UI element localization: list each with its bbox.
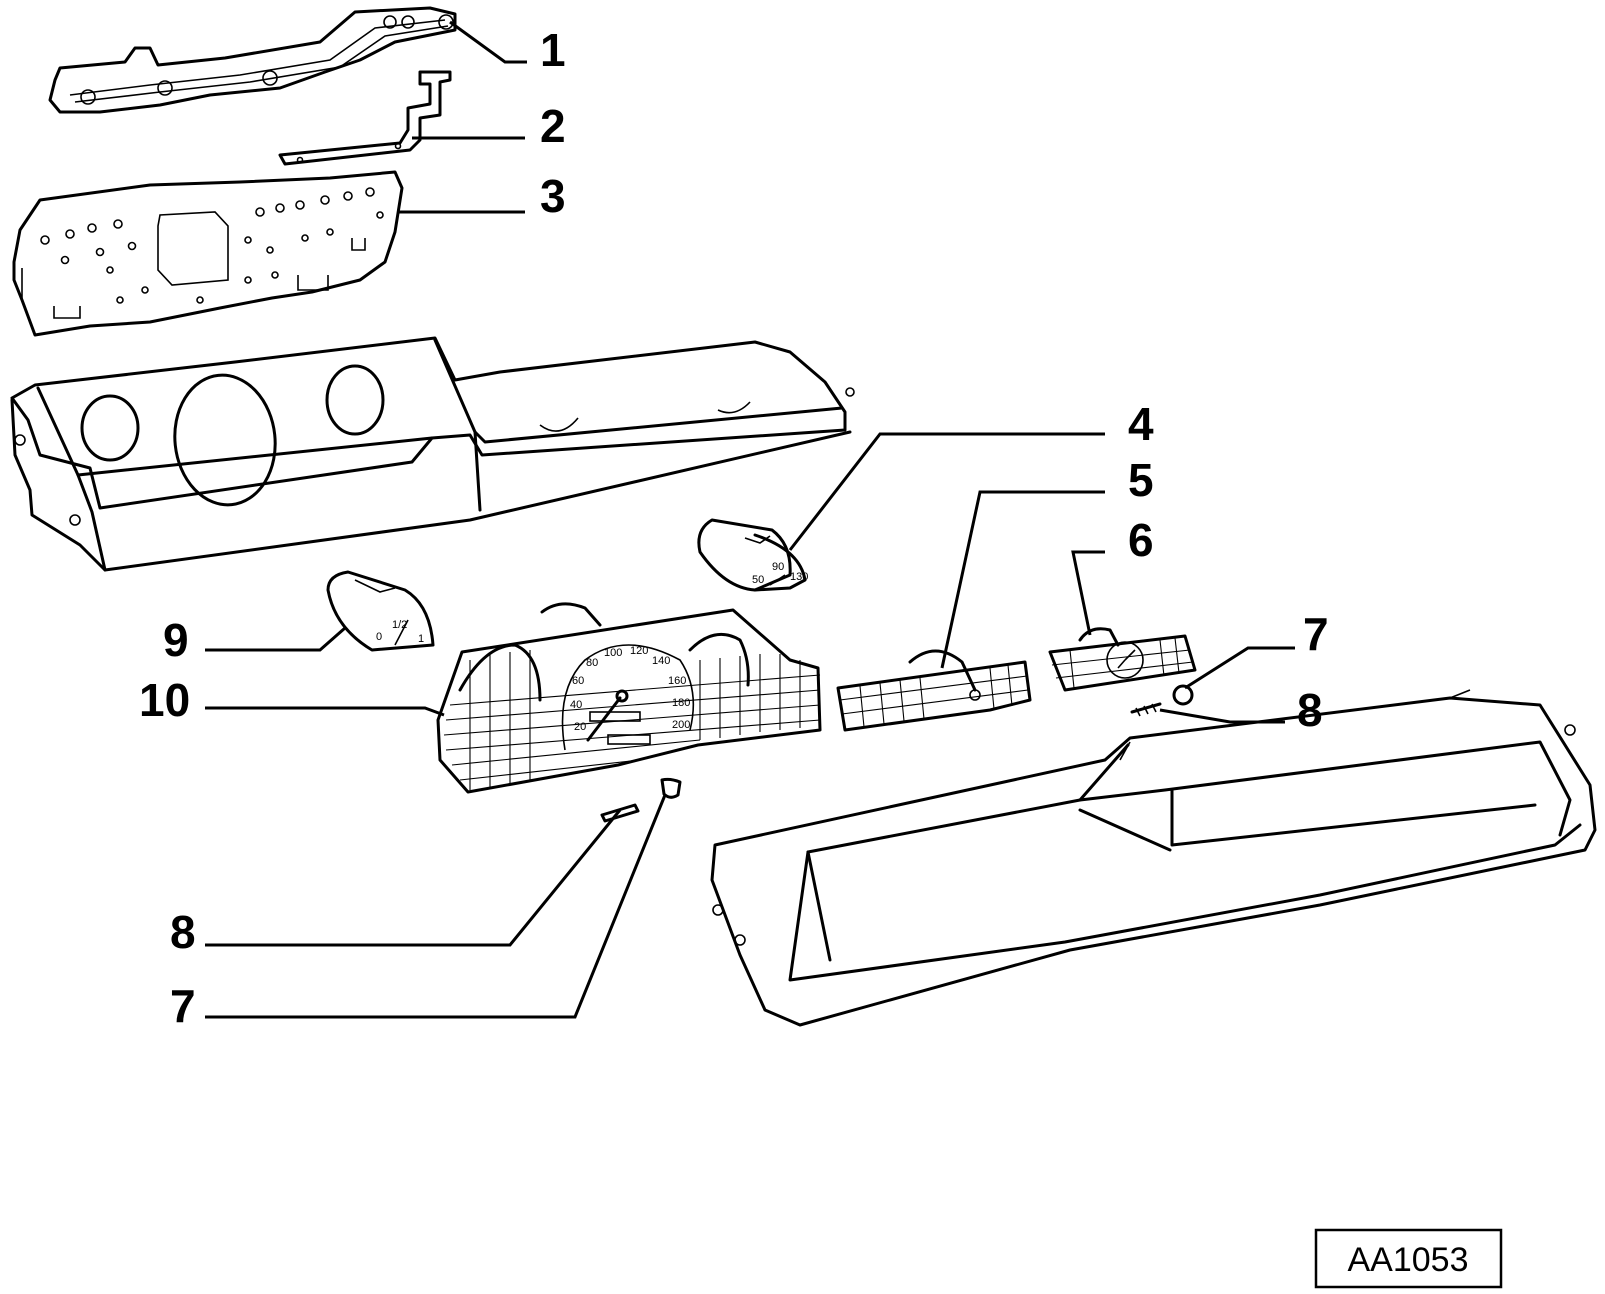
gauge-panel-grid [839,664,1029,728]
callout-1: 1 [540,24,566,76]
part-printed-circuit-strip [48,6,457,114]
callout-7-lower: 7 [170,980,196,1032]
speed-20: 20 [574,721,586,733]
leader-lines [205,20,1295,1019]
temp-scale-low: 50 [752,574,764,586]
speed-80: 80 [586,657,598,669]
callout-labels: 1 2 3 4 5 6 7 8 9 10 8 7 [139,24,1329,1032]
speed-100: 100 [604,647,622,659]
part-instrument-housing [10,336,855,572]
speed-60: 60 [572,675,584,687]
part-clock-panel [1048,627,1197,692]
part-bulb-holder-upper [1130,702,1162,717]
callout-8-lower: 8 [170,906,196,958]
part-bracket [278,70,452,166]
fuel-scale-full: 1 [418,633,424,645]
temp-scale-high: 130 [790,571,808,583]
reference-code: AA1053 [1348,1241,1469,1279]
callout-5: 5 [1128,454,1154,506]
callout-6: 6 [1128,514,1154,566]
callout-8-upper: 8 [1297,684,1323,736]
part-circuit-board [12,170,404,337]
part-temperature-gauge: 50 90 130 [697,518,808,592]
part-bulb-upper [1172,684,1194,706]
callout-7-upper: 7 [1303,608,1329,660]
cluster-grid-pattern [443,650,821,790]
speed-200: 200 [672,719,690,731]
speed-140: 140 [652,655,670,667]
part-bulb-lower [660,777,682,799]
callout-4: 4 [1128,398,1154,450]
fuel-scale-empty: 0 [376,631,382,643]
part-instrument-cluster-face: 20 40 60 80 100 120 140 160 180 200 [436,602,822,794]
speed-180: 180 [672,697,690,709]
part-gauge-panel [836,649,1032,732]
clock-panel-grid [1051,637,1194,689]
callout-3: 3 [540,170,566,222]
speed-40: 40 [570,699,582,711]
temp-scale-mid: 90 [772,561,784,573]
circuit-board-holes [40,187,384,304]
part-cover-frame [710,689,1597,1027]
callout-9: 9 [163,614,189,666]
reference-code-box: AA1053 [1314,1228,1503,1289]
callout-2: 2 [540,100,566,152]
speed-160: 160 [668,675,686,687]
part-fuel-gauge: 0 1/2 1 [326,570,435,652]
callout-10: 10 [139,674,190,726]
part-bulb-holder-lower [600,803,640,823]
speed-120: 120 [630,645,648,657]
